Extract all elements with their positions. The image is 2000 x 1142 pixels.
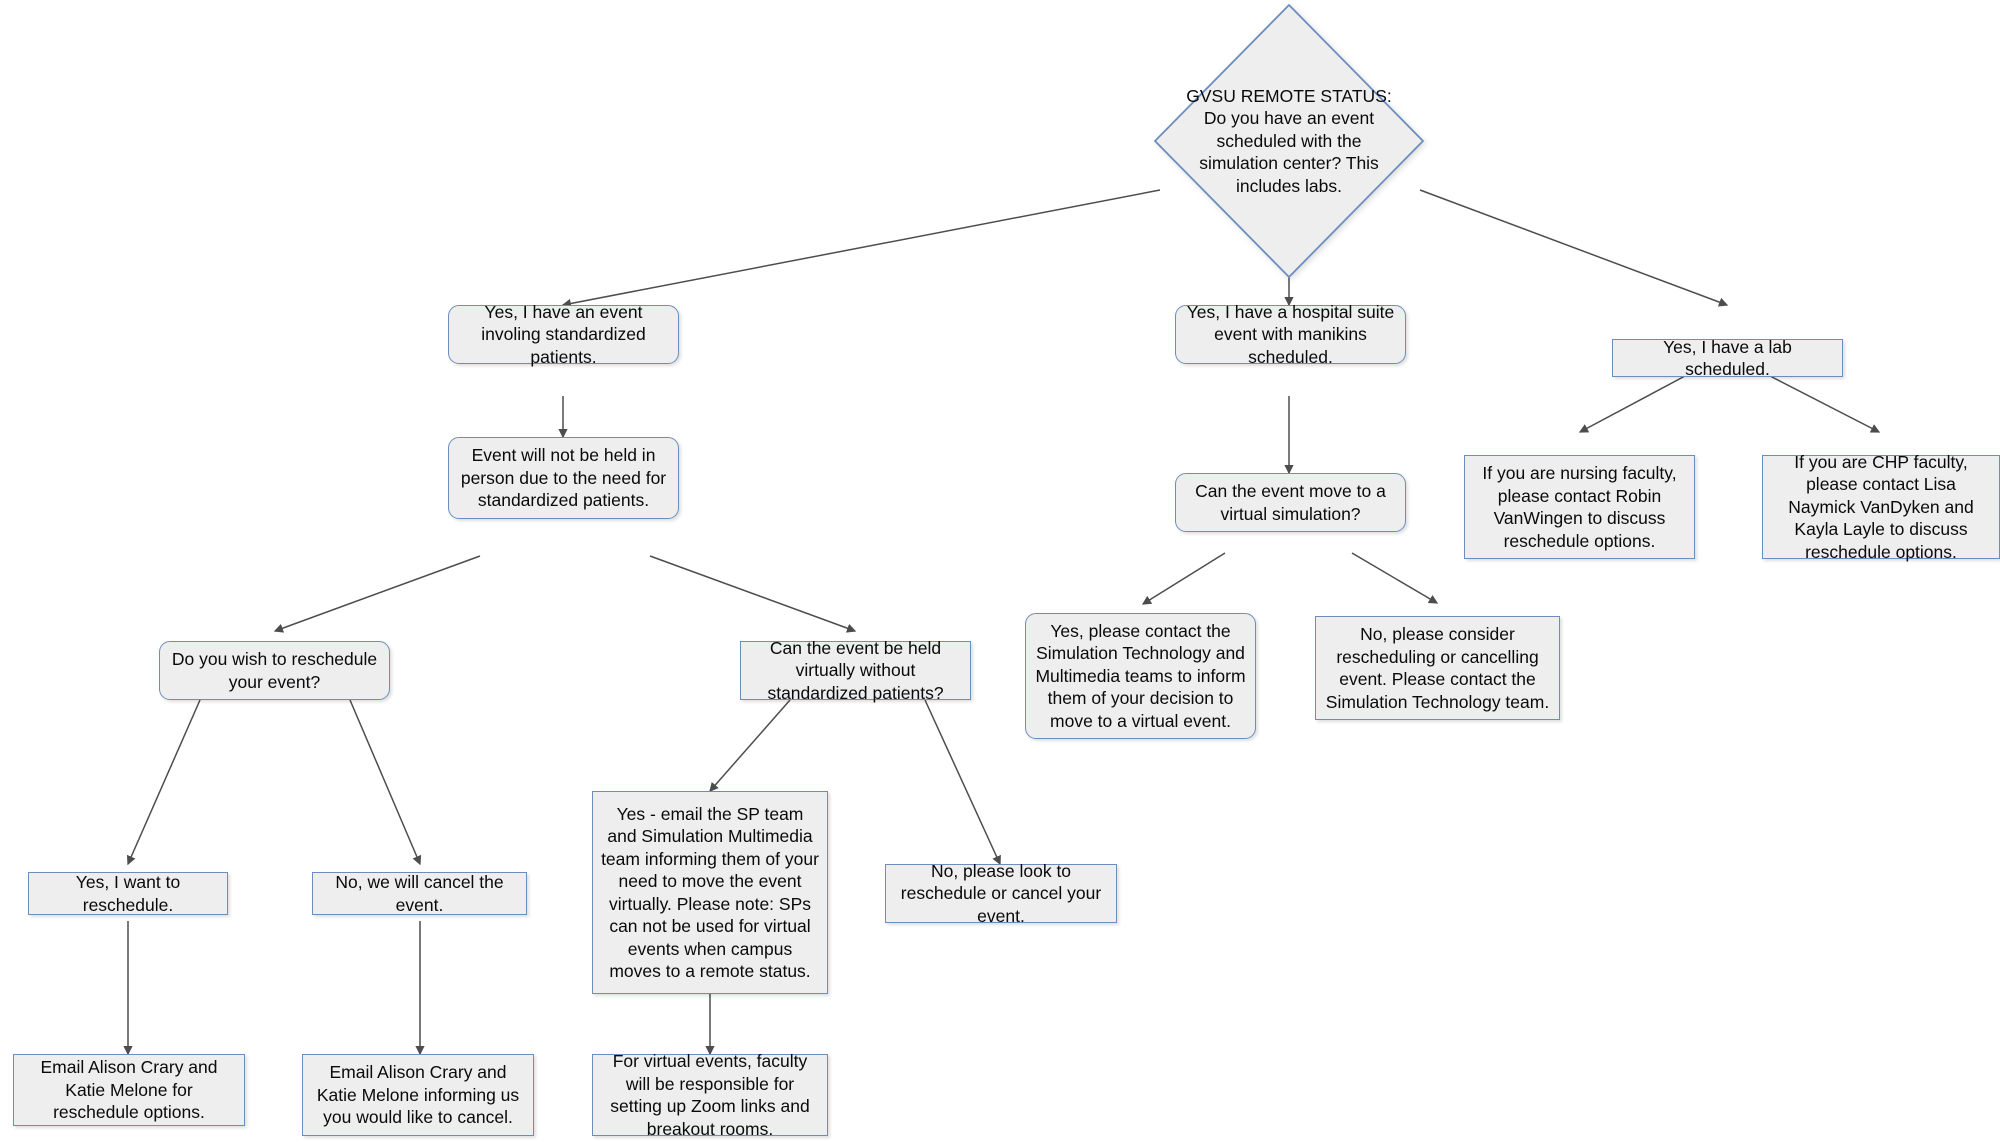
node-sp-event[interactable]: Yes, I have an event involing standardiz… — [448, 302, 679, 367]
node-zoom-links[interactable]: For virtual events, faculty will be resp… — [592, 1051, 828, 1139]
edge-can-move-virtual-to-yes — [1141, 552, 1226, 605]
edge-can-move-virtual-to-no — [1351, 552, 1439, 604]
node-hospital-suite-label: Yes, I have a hospital suite event with … — [1186, 301, 1395, 367]
node-not-in-person[interactable]: Event will not be held in person due to … — [448, 437, 679, 519]
node-root-label: GVSU REMOTE STATUS: Do you have an event… — [1186, 85, 1392, 196]
node-lab-scheduled-label: Yes, I have a lab scheduled. — [1663, 336, 1792, 380]
node-chp-faculty[interactable]: If you are CHP faculty, please contact L… — [1762, 452, 2000, 562]
node-sp-email-yes-label: Yes - email the SP team and Simulation M… — [601, 803, 819, 982]
edge-wish-reschedule-to-no — [349, 699, 422, 866]
node-virtual-no-label: No, please consider rescheduling or canc… — [1325, 624, 1550, 712]
node-lab-scheduled[interactable]: Yes, I have a lab scheduled. — [1612, 337, 1843, 379]
node-email-cancel-label: Email Alison Crary and Katie Melone info… — [316, 1062, 520, 1128]
node-held-virtually-label: Can the event be held virtually without … — [767, 637, 944, 703]
node-virtual-no[interactable]: No, please consider rescheduling or canc… — [1315, 616, 1560, 720]
edge-wish-reschedule-to-yes — [126, 699, 201, 866]
edge-held-virtually-to-yes — [709, 699, 791, 792]
node-virtual-yes[interactable]: Yes, please contact the Simulation Techn… — [1025, 613, 1256, 739]
node-virtual-yes-label: Yes, please contact the Simulation Techn… — [1035, 620, 1246, 731]
node-can-move-virtual-label: Can the event move to a virtual simulati… — [1195, 481, 1386, 524]
node-wish-reschedule-label: Do you wish to reschedule your event? — [171, 649, 378, 692]
node-will-cancel-label: No, we will cancel the event. — [335, 872, 504, 915]
edge-lab-to-chp — [1769, 375, 1881, 433]
node-will-cancel[interactable]: No, we will cancel the event. — [312, 872, 527, 915]
node-nursing-faculty-label: If you are nursing faculty, please conta… — [1482, 463, 1677, 551]
edge-root-to-sp-event — [561, 189, 1161, 309]
node-wish-reschedule[interactable]: Do you wish to reschedule your event? — [159, 641, 390, 700]
edge-lab-to-nursing — [1578, 375, 1686, 433]
node-sp-email-yes[interactable]: Yes - email the SP team and Simulation M… — [592, 791, 828, 994]
node-sp-event-label: Yes, I have an event involing standardiz… — [481, 301, 646, 367]
node-email-cancel[interactable]: Email Alison Crary and Katie Melone info… — [302, 1054, 534, 1136]
edge-held-virtually-to-no — [924, 699, 1001, 866]
node-chp-faculty-label: If you are CHP faculty, please contact L… — [1788, 451, 1974, 562]
node-hospital-suite[interactable]: Yes, I have a hospital suite event with … — [1175, 302, 1406, 367]
node-not-in-person-label: Event will not be held in person due to … — [460, 445, 667, 511]
node-email-reschedule-label: Email Alison Crary and Katie Melone for … — [40, 1057, 218, 1123]
node-root-decision[interactable]: GVSU REMOTE STATUS: Do you have an event… — [1153, 3, 1425, 279]
diamond-shape — [1153, 3, 1425, 279]
node-can-move-virtual[interactable]: Can the event move to a virtual simulati… — [1175, 473, 1406, 532]
node-sp-no-reschedule[interactable]: No, please look to reschedule or cancel … — [885, 861, 1117, 926]
edge-not-in-person-to-wish-reschedule — [273, 555, 481, 633]
node-nursing-faculty[interactable]: If you are nursing faculty, please conta… — [1464, 455, 1695, 559]
node-held-virtually[interactable]: Can the event be held virtually without … — [740, 638, 971, 703]
node-want-reschedule-label: Yes, I want to reschedule. — [75, 872, 181, 915]
edge-not-in-person-to-held-virtually — [649, 555, 857, 633]
node-sp-no-reschedule-label: No, please look to reschedule or cancel … — [900, 860, 1102, 926]
node-want-reschedule[interactable]: Yes, I want to reschedule. — [28, 872, 228, 915]
edge-root-to-lab — [1419, 189, 1729, 307]
node-email-reschedule[interactable]: Email Alison Crary and Katie Melone for … — [13, 1054, 245, 1126]
node-zoom-links-label: For virtual events, faculty will be resp… — [610, 1051, 810, 1139]
